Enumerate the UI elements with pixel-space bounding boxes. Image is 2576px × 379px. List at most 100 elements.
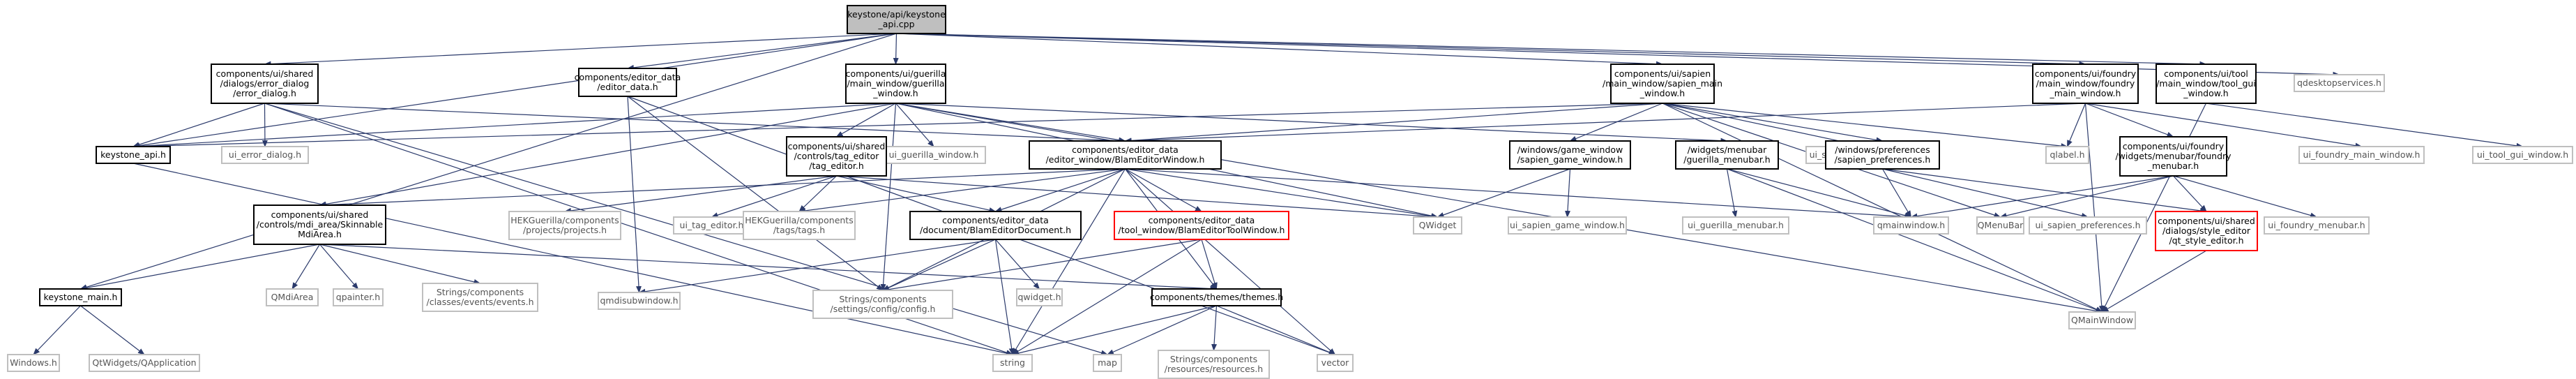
edge-guerilla_window-to-ui_guerilla_window [895, 103, 934, 147]
node-label-line: /main_window/tool_gui [2156, 78, 2256, 89]
node-label-line: /guerilla_menubar.h [1683, 154, 1770, 165]
edge-line [33, 305, 81, 355]
edge-line [994, 239, 1015, 355]
node-label-line: components/editor_data [942, 215, 1049, 225]
edge-mdi_area-to-qpainter [319, 244, 359, 290]
edge-line [880, 103, 897, 291]
node-sapien-game-window[interactable]: /windows/game_window/sapien_game_window.… [1509, 140, 1631, 170]
edge-foundry_main-to-ui_foundry_main [2085, 103, 2363, 149]
node-box [2472, 146, 2573, 164]
node-config: Strings/components/settings/config/confi… [812, 290, 953, 319]
node-mdi-area[interactable]: components/ui/shared/controls/mdi_area/S… [253, 205, 386, 245]
edge-error_dialog-to-blam_editor_window [264, 103, 1126, 144]
node-box [1016, 288, 1063, 306]
edge-line [1882, 168, 2207, 214]
node-box [89, 354, 200, 372]
node-foundry-main[interactable]: components/ui/foundry/main_window/foundr… [2032, 64, 2139, 104]
node-box [992, 354, 1033, 372]
edge-guerilla_menubar-to-qmainwindow_h [1727, 168, 1912, 218]
node-guerilla-menubar[interactable]: /widgets/menubar/guerilla_menubar.h [1675, 140, 1779, 170]
node-windows-h: Windows.h [7, 354, 60, 372]
edge-sapien_main-to-ui_sapien_main [1662, 103, 1866, 149]
node-box [1093, 354, 1122, 372]
edge-line [1882, 168, 2089, 218]
edge-sapien_main-to-sapien_preferences [1662, 103, 1884, 143]
node-box [1682, 216, 1789, 235]
node-label-line: /tags/tags.h [773, 225, 825, 235]
edge-blam_editor_window-to-hek_tags [798, 168, 1126, 214]
edge-line [836, 175, 1439, 220]
edge-mdi_area-to-themes [319, 244, 1218, 292]
edge-line [1662, 103, 2103, 313]
node-sapien-main[interactable]: components/ui/sapien/main_window/sapien_… [1603, 64, 1722, 104]
node-ui-foundry-menubar: ui_foundry_menubar.h [2264, 216, 2370, 235]
node-blam-editor-doc[interactable]: components/editor_data/document/BlamEdit… [909, 211, 1082, 240]
edge-blam_editor_window-to-mdi_area [319, 168, 1126, 208]
nodes-layer: keystone/api/keystone_api.cpp components/… [7, 5, 2573, 379]
node-label-line: ui_sapien_preferences.h [2035, 220, 2140, 230]
node-root[interactable]: keystone/api/keystone_api.cpp [847, 5, 946, 34]
node-error-dialog[interactable]: components/ui/shared/dialogs/error_dialo… [211, 64, 319, 104]
edge-line [1662, 103, 2068, 149]
node-label-line: QMainWindow [2071, 315, 2133, 325]
node-qt-style-editor[interactable]: components/ui/shared/dialogs/style_edito… [2155, 211, 2258, 251]
node-box [2264, 216, 2370, 235]
node-label-line: /editor_data.h [597, 82, 658, 92]
node-label-line: HEKGuerilla/components [745, 215, 853, 225]
node-label-line: _api.cpp [877, 19, 914, 29]
node-box [1317, 354, 1354, 372]
node-label-line: /dialogs/error_dialog [220, 78, 310, 89]
node-label-line: _window.h [872, 88, 918, 98]
edge-sapien_main-to-qmainwindow_cls [1662, 103, 2103, 313]
node-blam-editor-window[interactable]: components/editor_data/editor_window/Bla… [1029, 140, 1222, 170]
node-qmainwindow-h: qmainwindow.h [1873, 216, 1949, 235]
node-blam-editor-tool[interactable]: components/editor_data/tool_window/BlamE… [1114, 211, 1289, 240]
edge-mdi_area-to-qmdiarea [291, 244, 321, 290]
edge-root-to-guerilla_window [893, 33, 899, 65]
node-box [2298, 146, 2425, 164]
node-box [39, 288, 122, 306]
node-box [1413, 216, 1462, 235]
node-label-line: /projects/projects.h [523, 225, 607, 235]
edge-line [1012, 168, 1126, 355]
node-label-line: /widgets/menubar/foundry [2115, 151, 2232, 161]
node-tag-editor[interactable]: components/ui/shared/controls/tag_editor… [786, 136, 887, 177]
node-keystone-api[interactable]: keystone_api.h [96, 146, 171, 164]
node-label-line: qmainwindow.h [1877, 220, 1945, 230]
edge-line [638, 239, 996, 295]
node-foundry-menubar[interactable]: components/ui/foundry/widgets/menubar/fo… [2115, 136, 2232, 177]
edge-line [1727, 168, 2103, 313]
node-label-line: Windows.h [10, 357, 57, 368]
edge-themes-to-map [1107, 305, 1217, 355]
node-label-line: ui_tag_editor.h [680, 220, 744, 230]
edge-line [1999, 175, 2174, 218]
edge-line [319, 244, 1218, 292]
node-label-line: components/ui/foundry [2123, 141, 2225, 151]
node-box [266, 288, 319, 306]
edge-mdi_area-to-keystone_main [79, 244, 320, 291]
node-tool-gui[interactable]: components/ui/tool/main_window/tool_gui_… [2155, 64, 2257, 104]
edge-guerilla_window-to-mdi_area [319, 103, 896, 207]
node-label-line: qwidget.h [1018, 292, 1061, 302]
edge-tool_gui-to-qmainwindow_cls [2101, 103, 2207, 313]
node-label-line: keystone_main.h [44, 292, 118, 302]
edge-line [1662, 103, 1884, 143]
node-label-line: QWidget [1419, 220, 1457, 230]
node-sapien-preferences[interactable]: /windows/preferences/sapien_preferences.… [1825, 140, 1940, 170]
node-ui-sapien-prefs: ui_sapien_preferences.h [2029, 216, 2147, 235]
edge-error_dialog-to-keystone_api [132, 103, 265, 147]
node-editor-data[interactable]: components/editor_data/editor_data.h [575, 68, 681, 97]
node-keystone-main[interactable]: keystone_main.h [39, 288, 122, 306]
node-box [881, 146, 986, 164]
node-guerilla-window[interactable]: components/ui/guerilla/main_window/gueri… [845, 64, 946, 104]
edge-line [2173, 175, 2317, 218]
edge-blam_editor_window-to-blam_editor_tool [1125, 168, 1202, 212]
node-themes[interactable]: components/themes/themes.h [1150, 288, 1283, 306]
edge-foundry_main-to-blam_editor_window [1124, 103, 2086, 144]
node-label-line: keystone_api.h [100, 149, 166, 160]
node-box [2294, 74, 2385, 92]
edge-line [1012, 239, 1202, 355]
node-box [845, 64, 946, 104]
edge-qt_style_editor-to-qmainwindow_cls [2101, 250, 2207, 313]
edge-line [1881, 168, 1912, 218]
